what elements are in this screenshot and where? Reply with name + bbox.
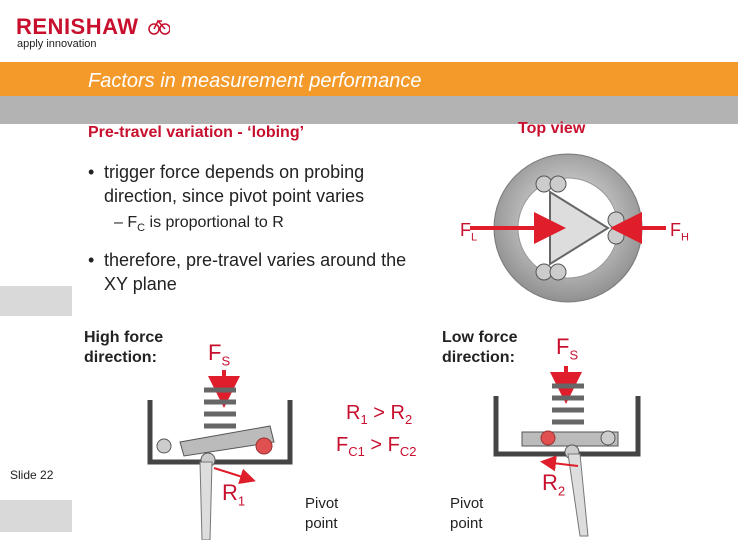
brand-tagline: apply innovation bbox=[17, 38, 97, 50]
ratio1-as: 1 bbox=[360, 412, 368, 427]
top-view-diagram bbox=[470, 153, 666, 303]
bullet-2: • therefore, pre-travel varies around th… bbox=[88, 248, 428, 296]
ratio-fc: FC1 > FC2 bbox=[336, 434, 416, 459]
side-decoration bbox=[0, 500, 72, 532]
ratio1-b: R bbox=[390, 402, 405, 424]
fs-sub: S bbox=[221, 353, 231, 369]
brand-logo: RENISHAW bbox=[16, 14, 139, 39]
fl-sub: L bbox=[471, 231, 478, 244]
low-force-probe-diagram bbox=[493, 366, 641, 537]
ratio2-b: F bbox=[387, 434, 400, 456]
fs-left: FS bbox=[208, 340, 230, 368]
low-force-label: Low force direction: bbox=[442, 329, 518, 366]
r1-label: R1 bbox=[222, 480, 245, 508]
fs-main: F bbox=[556, 334, 570, 359]
fl-label: FL bbox=[460, 220, 477, 244]
fh-label: FH bbox=[670, 220, 689, 244]
pivot-label-left: Pivot point bbox=[305, 495, 339, 532]
section-heading: Pre-travel variation - ‘lobing’ bbox=[88, 124, 305, 141]
side-decoration bbox=[0, 286, 72, 316]
fl-main: F bbox=[460, 220, 471, 240]
ratio-r: R1 > R2 bbox=[346, 402, 412, 427]
title-box bbox=[80, 64, 716, 96]
fh-sub: H bbox=[681, 231, 689, 244]
bicycle-icon bbox=[148, 19, 170, 35]
fs-sub: S bbox=[569, 347, 579, 363]
high-force-probe-diagram bbox=[147, 370, 293, 540]
dash-sub: C bbox=[137, 222, 146, 235]
top-view-label: Top view bbox=[518, 120, 586, 137]
fh-main: F bbox=[670, 220, 681, 240]
ratio2-op: > bbox=[364, 434, 388, 456]
dash-suffix: is proportional to R bbox=[145, 214, 284, 231]
fs-right: FS bbox=[556, 334, 578, 362]
header-grey-band bbox=[0, 96, 738, 124]
high-force-label: High force direction: bbox=[84, 329, 164, 366]
ratio1-bs: 2 bbox=[404, 412, 413, 427]
slide-title: Factors in measurement performance bbox=[88, 70, 422, 92]
r2-sub: 2 bbox=[557, 483, 566, 499]
bullet-2-text: therefore, pre-travel varies around the … bbox=[104, 250, 407, 294]
dash-prefix: – F bbox=[114, 214, 138, 231]
ratio2-a: F bbox=[336, 434, 349, 456]
bullet-1-text: trigger force depends on probing directi… bbox=[104, 162, 365, 206]
dash-line: – FC is proportional to R bbox=[114, 214, 284, 234]
ratio1-a: R bbox=[346, 402, 361, 424]
slide-number: Slide 22 bbox=[10, 468, 54, 482]
r2-label: R2 bbox=[542, 470, 565, 498]
r2-main: R bbox=[542, 470, 558, 495]
r1-sub: 1 bbox=[237, 493, 246, 509]
pivot-label-right: Pivot point bbox=[450, 495, 484, 532]
ratio2-bs: C2 bbox=[399, 444, 417, 459]
r1-main: R bbox=[222, 480, 238, 505]
bullet-1: • trigger force depends on probing direc… bbox=[88, 160, 418, 208]
ratio1-op: > bbox=[367, 402, 391, 424]
fs-main: F bbox=[208, 340, 222, 365]
ratio2-as: C1 bbox=[348, 444, 365, 459]
